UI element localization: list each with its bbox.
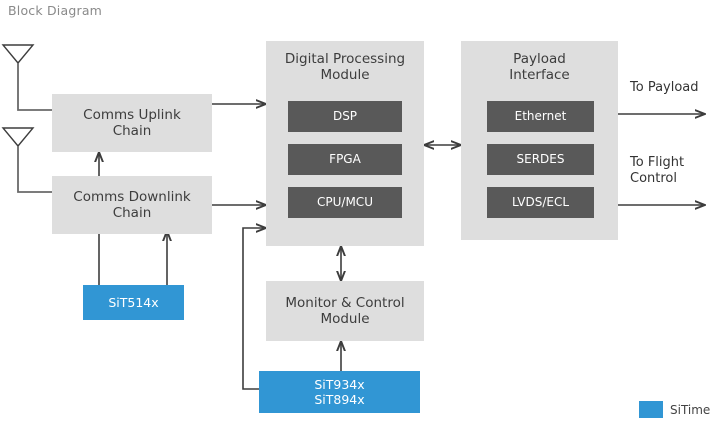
payload-child-ethernet-label: Ethernet xyxy=(514,109,567,124)
block-sit514x-label: SiT514x xyxy=(108,294,159,310)
dpm-child-fpga-label: FPGA xyxy=(329,152,361,167)
label-to-payload: To Payload xyxy=(630,80,699,95)
dpm-child-dsp-label: DSP xyxy=(332,109,358,124)
block-sit514x[interactable]: SiT514x xyxy=(83,285,184,320)
payload-child-lvds-ecl-label: LVDS/ECL xyxy=(511,195,570,210)
dpm-child-fpga[interactable]: FPGA xyxy=(288,144,402,175)
payload-child-serdes[interactable]: SERDES xyxy=(487,144,594,175)
payload-child-serdes-label: SERDES xyxy=(516,152,565,167)
legend-label-sitime: SiTime xyxy=(670,403,710,417)
dpm-child-cpu-mcu-label: CPU/MCU xyxy=(317,195,373,210)
payload-child-lvds-ecl[interactable]: LVDS/ECL xyxy=(487,187,594,218)
downlink-antenna-icon xyxy=(1,127,52,193)
wire-sit934x-to-dpm xyxy=(242,228,266,390)
dpm-child-cpu-mcu[interactable]: CPU/MCU xyxy=(288,187,402,218)
dpm-child-dsp[interactable]: DSP xyxy=(288,101,402,132)
page-title: Block Diagram xyxy=(8,3,103,18)
uplink-antenna-icon xyxy=(1,44,52,111)
legend-swatch-sitime xyxy=(639,401,663,418)
payload-child-ethernet[interactable]: Ethernet xyxy=(487,101,594,132)
